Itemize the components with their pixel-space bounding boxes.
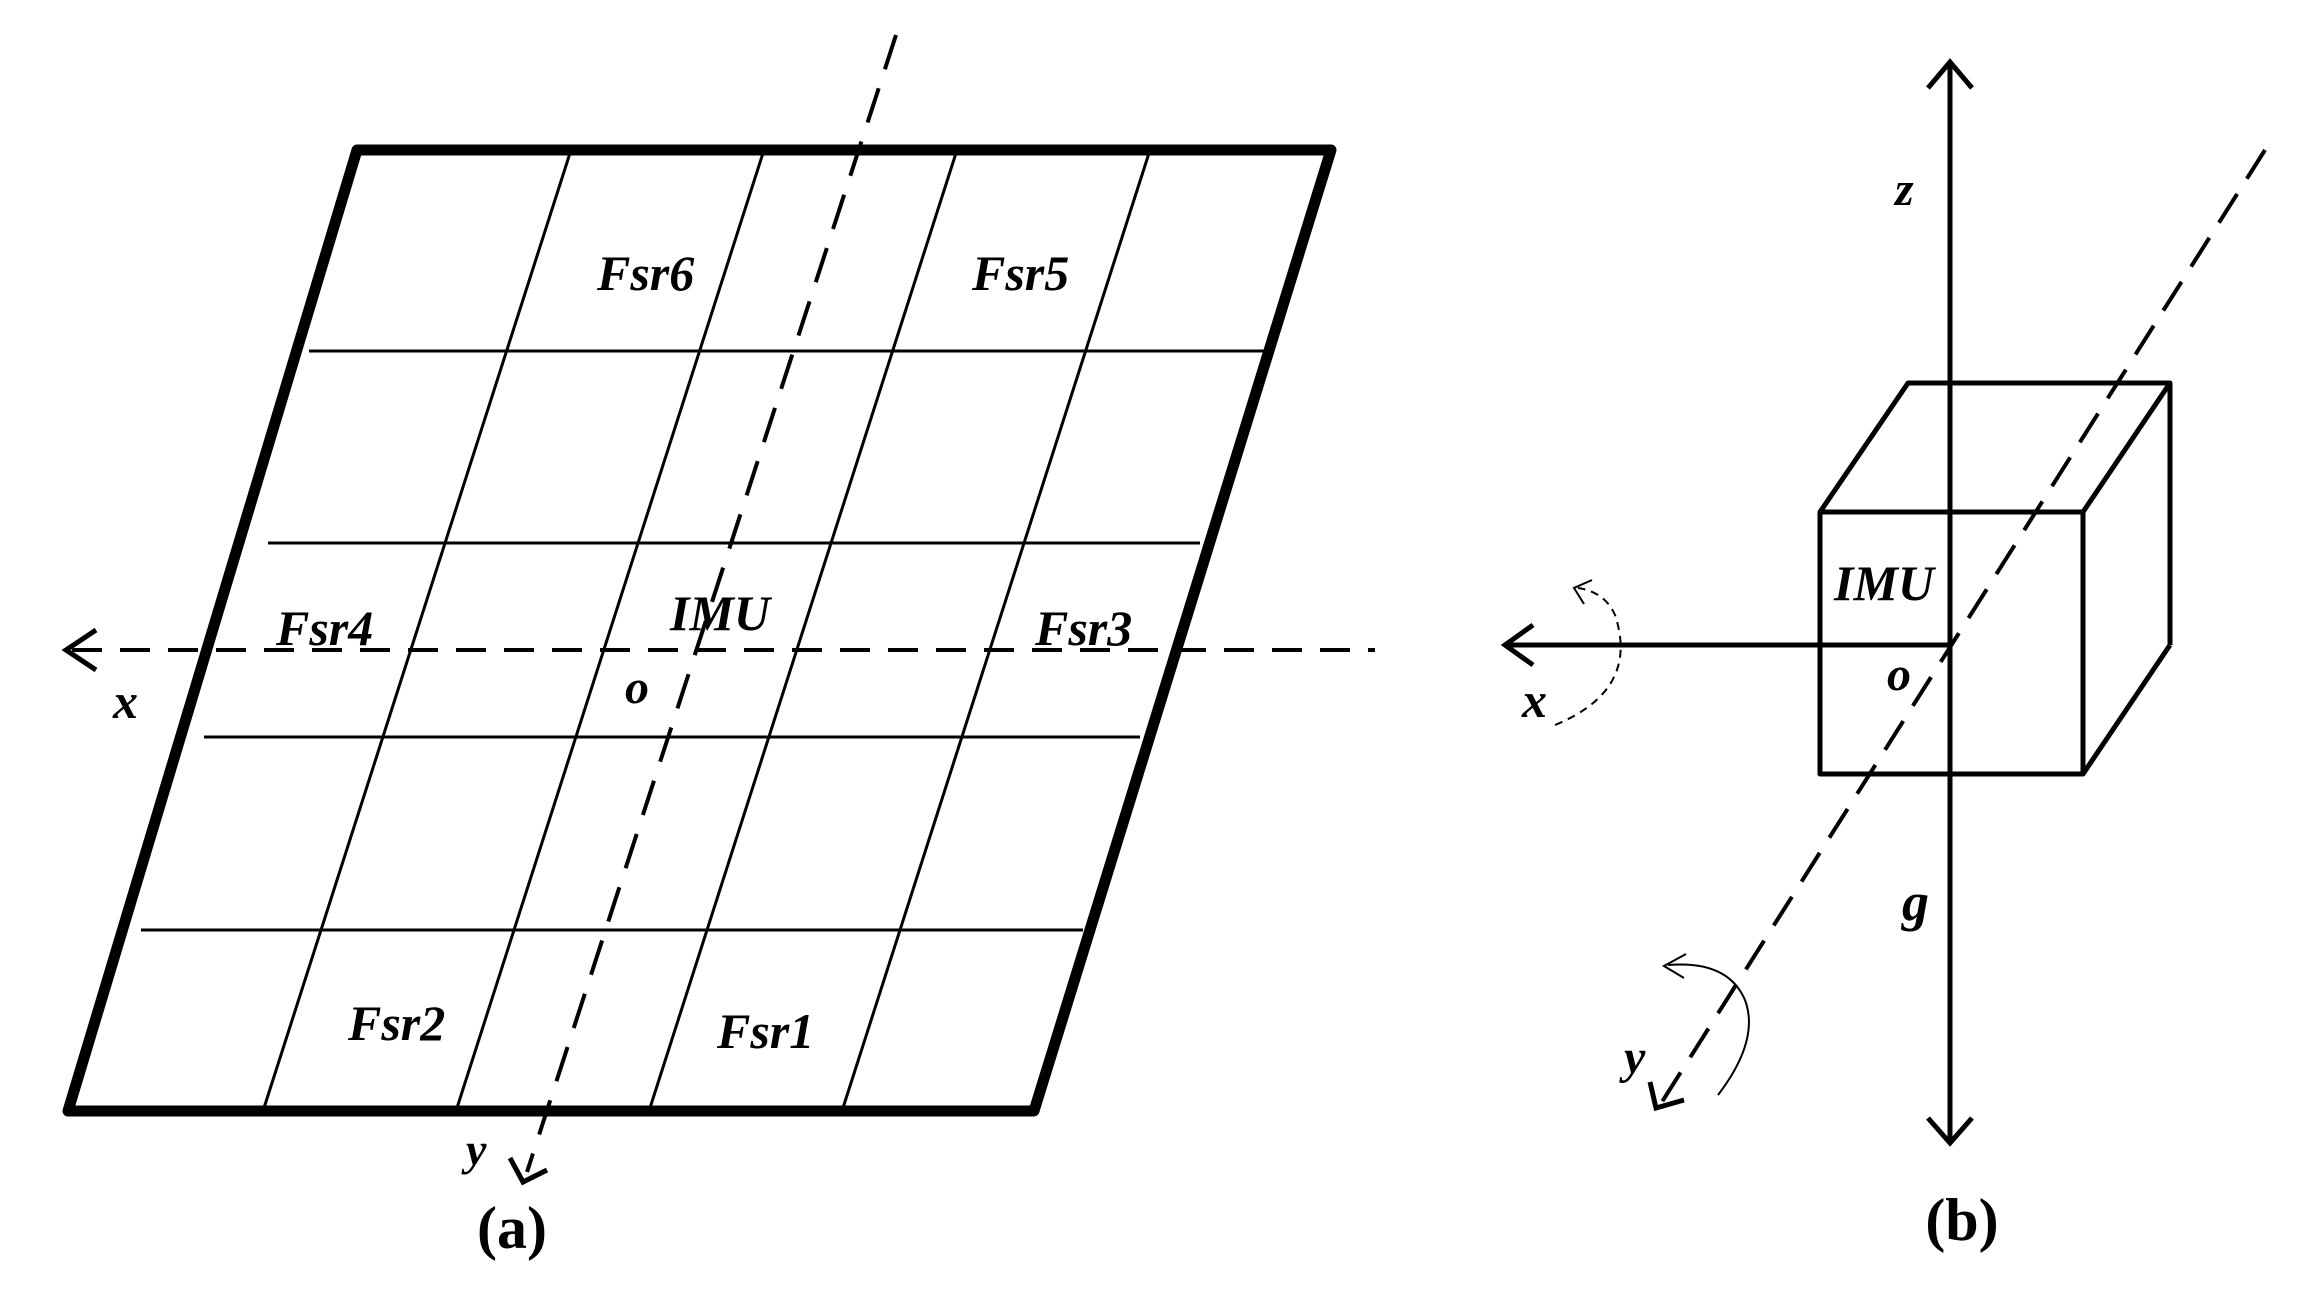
origin-label-a: o <box>625 661 649 714</box>
y-rotation-arrowhead <box>1661 953 1687 979</box>
fsr2-label: Fsr2 <box>347 995 445 1051</box>
y-rotation-arrow <box>1667 963 1750 1096</box>
g-axis-arrowhead <box>1926 1116 1974 1147</box>
x-axis-label-a: x <box>112 673 138 729</box>
gravity-label: g <box>1901 872 1929 932</box>
y-axis-dashed-a <box>525 34 898 1173</box>
x-axis-label-b: x <box>1521 672 1547 728</box>
y-axis-dashed-b <box>1658 148 2267 1107</box>
x-axis-arrowhead-a <box>61 627 98 673</box>
imu-label-a: IMU <box>669 585 773 641</box>
fsr3-label: Fsr3 <box>1034 600 1132 656</box>
panel-b-caption: (b) <box>1925 1187 1998 1253</box>
x-rotation-arrowhead <box>1572 579 1593 605</box>
x-rotation-arrow <box>1554 587 1622 726</box>
fsr1-label: Fsr1 <box>716 1003 814 1059</box>
insole-grid-horizontal-lines <box>141 349 1266 932</box>
panel-a <box>61 34 1375 1186</box>
y-axis-arrowhead-b <box>1647 1081 1685 1112</box>
origin-label-b: o <box>1887 648 1911 701</box>
panel-a-caption: (a) <box>477 1195 547 1261</box>
x-axis-arrowhead-b <box>1500 622 1535 668</box>
fsr5-label: Fsr5 <box>971 245 1069 301</box>
insole-outline <box>62 144 1337 1117</box>
y-axis-label-a: y <box>461 1124 487 1175</box>
fsr4-label: Fsr4 <box>275 600 373 656</box>
fsr6-label: Fsr6 <box>596 245 694 301</box>
panel-b <box>1500 58 2267 1147</box>
y-axis-label-b: y <box>1619 1031 1646 1084</box>
insole-grid-vertical-lines <box>261 149 1152 1112</box>
y-axis-arrowhead-a <box>507 1156 549 1186</box>
imu-label-b: IMU <box>1833 555 1937 611</box>
z-axis-label: z <box>1893 163 1914 216</box>
z-axis-arrowhead <box>1926 58 1974 90</box>
